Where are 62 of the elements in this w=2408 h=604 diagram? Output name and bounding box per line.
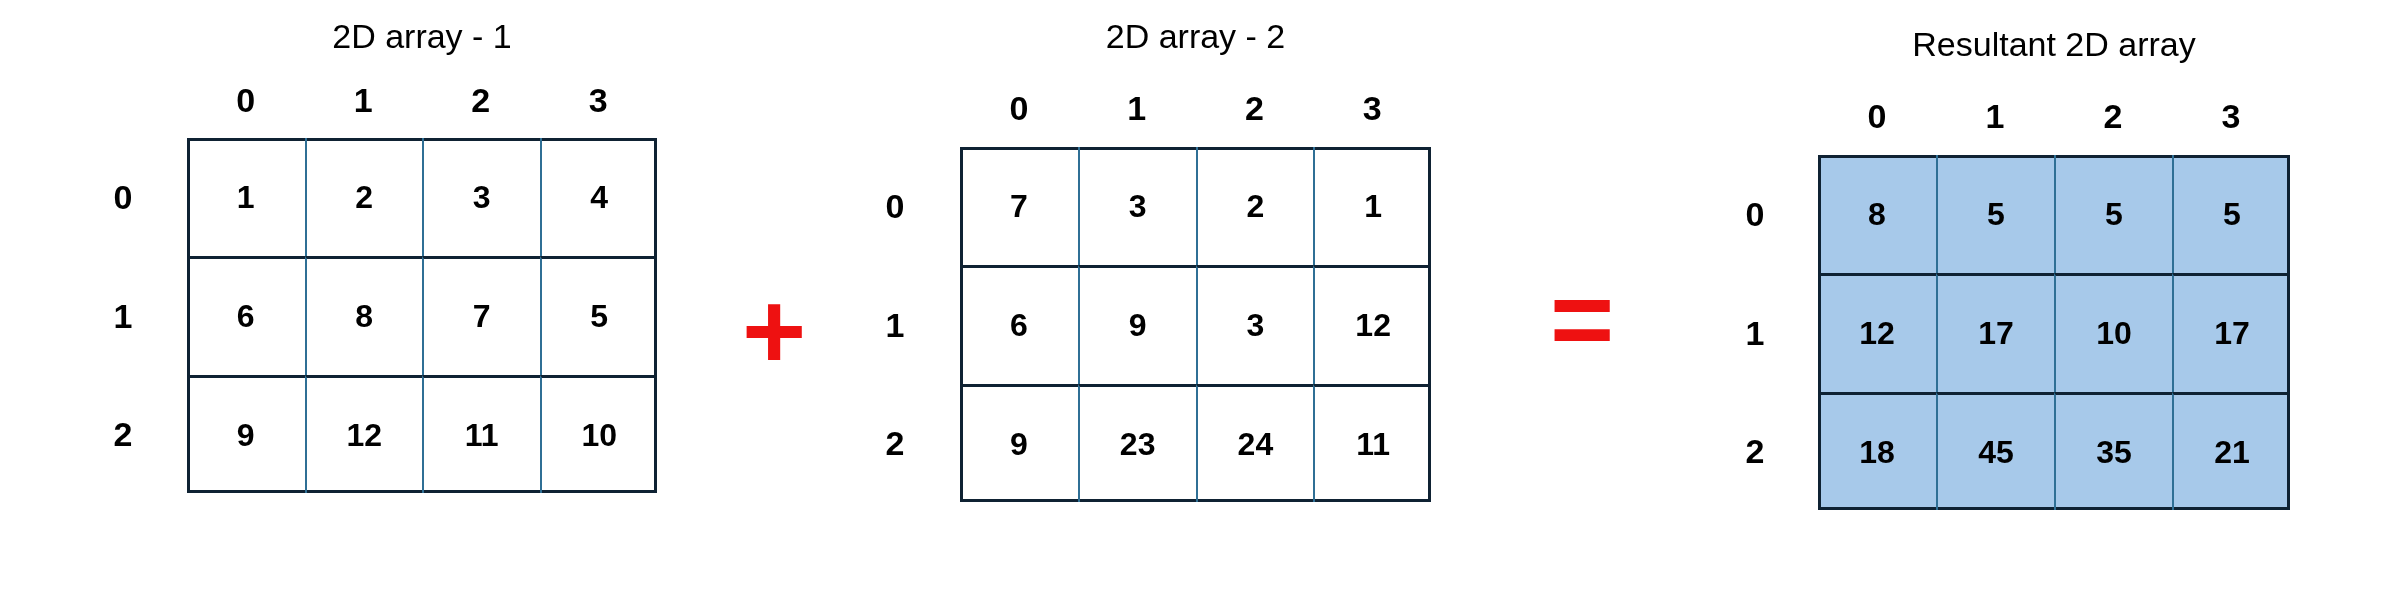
table-cell: 2 — [304, 138, 422, 257]
table-cell: 3 — [1077, 147, 1196, 266]
row-index: 1 — [885, 305, 905, 344]
table-cell: 6 — [960, 265, 1078, 384]
column-index: 2 — [471, 80, 491, 120]
table-cell: 10 — [2054, 273, 2172, 392]
table-cell-text: 7 — [1008, 186, 1029, 226]
table-cell: 12 — [304, 374, 422, 493]
table-cell: 11 — [422, 374, 540, 493]
table-cell: 8 — [304, 256, 422, 375]
row-index: 2 — [1745, 431, 1765, 471]
plus-sign: + — [741, 267, 807, 394]
table-cell: 12 — [1818, 273, 1936, 392]
column-index: 3 — [1362, 88, 1382, 128]
table-cell: 17 — [1936, 273, 2054, 392]
row-index: 0 — [113, 177, 133, 217]
column-index: 2 — [1244, 88, 1264, 128]
table-cell: 5 — [539, 256, 657, 375]
table-cell: 5 — [2172, 155, 2290, 274]
column-index: 1 — [1985, 96, 2005, 136]
table-cell: 5 — [2054, 155, 2172, 274]
row-index: 1 — [1745, 313, 1765, 352]
table-cell: 9 — [187, 374, 305, 493]
column-index: 1 — [1127, 88, 1147, 128]
table-cell: 4 — [539, 138, 657, 257]
table-cell: 2 — [1195, 147, 1314, 266]
table-title: 2D array - 2 — [1105, 16, 1286, 56]
table-cell: 12 — [1313, 265, 1431, 384]
column-index: 0 — [1009, 88, 1029, 128]
row-index: 0 — [885, 186, 905, 226]
table-cell: 6 — [187, 256, 305, 375]
table-cell: 9 — [960, 383, 1078, 502]
table-cell-text: 8 — [1867, 194, 1887, 234]
table-cell: 18 — [1818, 391, 1936, 510]
table-cell: 1 — [1313, 147, 1431, 266]
column-index: 0 — [1867, 96, 1887, 136]
row-index: 0 — [1745, 194, 1765, 234]
column-index: 1 — [353, 80, 373, 120]
table-cell: 23 — [1077, 383, 1196, 502]
table-cell: 9 — [1077, 265, 1196, 384]
row-index: 2 — [113, 414, 133, 454]
table-cell: 35 — [2054, 391, 2172, 510]
table-cell: 3 — [422, 138, 540, 257]
column-index: 3 — [2221, 96, 2241, 136]
table-cell: 21 — [2172, 391, 2290, 510]
column-index: 2 — [2103, 96, 2123, 136]
table-cell: 10 — [539, 374, 657, 493]
table-cell: 5 — [1936, 155, 2054, 274]
table-cell: 11 — [1313, 383, 1431, 502]
column-index: 3 — [588, 80, 608, 120]
row-index: 1 — [113, 296, 133, 335]
table-title: Resultant 2D array — [1912, 24, 2196, 64]
table-cell: 24 — [1195, 383, 1314, 502]
table-title: 2D array - 1 — [332, 16, 512, 56]
equals-sign: = — [1549, 255, 1615, 382]
table-cell: 45 — [1936, 391, 2054, 510]
column-index: 0 — [236, 80, 256, 120]
table-cell: 17 — [2172, 273, 2290, 392]
table-cell: 3 — [1195, 265, 1314, 384]
table-cell: 7 — [422, 256, 540, 375]
row-index: 2 — [885, 423, 905, 463]
table-cell-text: 1 — [235, 177, 256, 217]
